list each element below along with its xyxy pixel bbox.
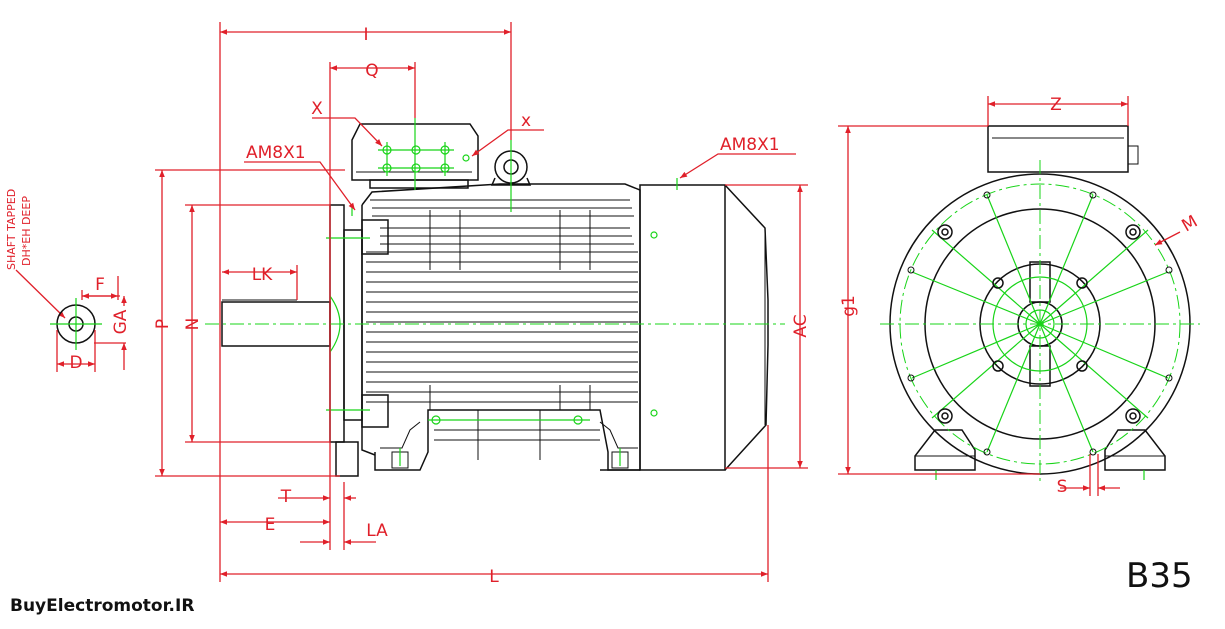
- dim-label-i: I: [363, 25, 368, 45]
- cooling-fins: [366, 199, 638, 410]
- side-view-dimensions: I Q X x AM8X1 AM8X1 LK P N AC T E LA L: [153, 22, 811, 587]
- brand-watermark: BuyElectromotor.IR: [10, 596, 195, 616]
- dim-label-m: M: [1179, 212, 1202, 237]
- dim-label-x-lower: x: [521, 111, 531, 131]
- dim-label-s: S: [1057, 477, 1068, 497]
- dim-label-la: LA: [366, 521, 388, 541]
- dim-label-ac: AC: [791, 314, 811, 337]
- side-view-centerlines: [205, 118, 785, 466]
- end-view: Z g1 M S: [838, 95, 1201, 497]
- dim-label-lk: LK: [252, 265, 273, 285]
- model-code: B35: [1126, 556, 1193, 596]
- dim-label-x-upper: X: [311, 99, 323, 119]
- dim-label-l: L: [489, 567, 499, 587]
- dim-label-n: N: [183, 318, 203, 331]
- dim-label-am8x1-right: AM8X1: [720, 135, 780, 155]
- dim-label-f: F: [95, 275, 105, 295]
- dim-label-q: Q: [365, 61, 378, 81]
- dim-label-ga: GA: [111, 309, 131, 334]
- dim-label-d: D: [69, 353, 82, 373]
- dim-label-e: E: [265, 515, 276, 535]
- shaft-tapped-label: SHAFT TAPPED: [5, 189, 18, 270]
- dh-deep-label: DH*EH DEEP: [20, 196, 33, 266]
- dim-label-g1: g1: [839, 295, 859, 317]
- dim-label-p: P: [153, 319, 173, 329]
- side-view-outline: [221, 123, 769, 477]
- fan-cover: [639, 184, 769, 471]
- dim-label-z: Z: [1050, 95, 1062, 115]
- dim-label-am8x1-left: AM8X1: [246, 143, 306, 163]
- dim-label-t: T: [280, 487, 292, 507]
- shaft-end-detail: SHAFT TAPPED DH*EH DEEP F D GA: [5, 189, 131, 373]
- mounting-feet: [374, 409, 640, 471]
